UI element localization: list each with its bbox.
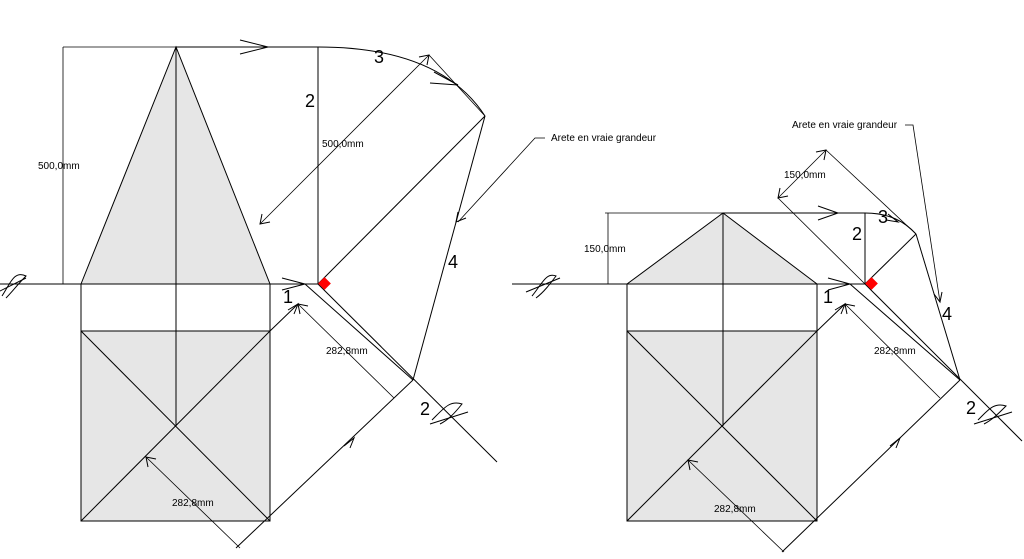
right-true-length-edge	[915, 233, 961, 381]
left-drawing: 500,0mm 500,0mm 282,8mm 282,8mm	[0, 39, 657, 549]
left-label-1: 1	[283, 287, 293, 307]
right-label-4: 4	[942, 304, 952, 324]
right-elevation-pyramid	[625, 212, 819, 285]
right-drawing: 150,0mm 150,0mm 282,8mm 282,8mm A	[512, 120, 1023, 553]
left-label-3: 3	[374, 47, 384, 67]
left-callout-leader	[457, 137, 545, 223]
left-label-2-diagonal: 2	[420, 399, 430, 419]
left-height-label: 500,0mm	[38, 161, 80, 172]
right-label-3: 3	[878, 207, 888, 227]
right-base-label: 282,8mm	[714, 504, 756, 515]
right-callout-leader	[905, 124, 941, 303]
right-pivot-marker	[865, 277, 878, 290]
left-true-length-edge	[412, 115, 486, 381]
left-base-label: 282,8mm	[172, 498, 214, 509]
left-pivot-marker	[318, 277, 331, 290]
right-height-label: 150,0mm	[584, 244, 626, 255]
left-arc-3	[317, 46, 486, 117]
left-diag-label: 500,0mm	[322, 139, 364, 150]
right-callout-text: Arete en vraie grandeur	[792, 120, 898, 131]
right-break-symbol	[531, 274, 557, 299]
left-half-diag-label: 282,8mm	[326, 346, 368, 357]
right-label-2-vertical: 2	[852, 224, 862, 244]
right-label-1: 1	[823, 287, 833, 307]
left-callout-text: Arete en vraie grandeur	[551, 133, 657, 144]
right-diag-label: 150,0mm	[784, 170, 826, 181]
left-label-2-vertical: 2	[305, 91, 315, 111]
right-label-2-diagonal: 2	[966, 398, 976, 418]
left-break-symbol	[1, 274, 27, 299]
left-label-4: 4	[448, 252, 458, 272]
right-half-diag-label: 282,8mm	[874, 346, 916, 357]
